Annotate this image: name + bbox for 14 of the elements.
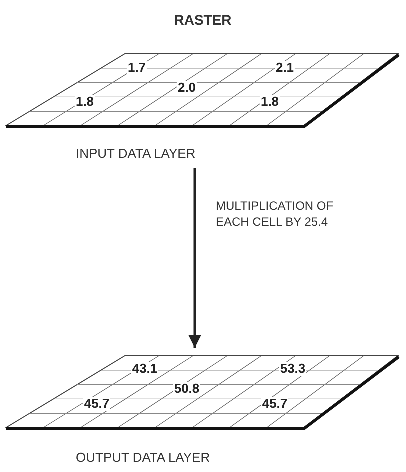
cell-value: 53.3 xyxy=(279,362,307,376)
diagram-title: RASTER xyxy=(173,12,233,28)
cell-value: 2.1 xyxy=(274,61,296,75)
cell-value: 43.1 xyxy=(131,362,159,376)
arrow xyxy=(188,168,202,348)
cell-value: 45.7 xyxy=(261,397,289,411)
layer-caption: OUTPUT DATA LAYER xyxy=(76,450,210,465)
cell-value: 1.7 xyxy=(126,61,148,75)
cell-value: 45.7 xyxy=(83,397,111,411)
cell-value: 1.8 xyxy=(260,95,280,109)
layer-caption: INPUT DATA LAYER xyxy=(76,146,196,161)
cell-value: 2.0 xyxy=(176,81,198,95)
cell-value: 1.8 xyxy=(74,95,96,109)
cell-value: 50.8 xyxy=(173,382,201,396)
